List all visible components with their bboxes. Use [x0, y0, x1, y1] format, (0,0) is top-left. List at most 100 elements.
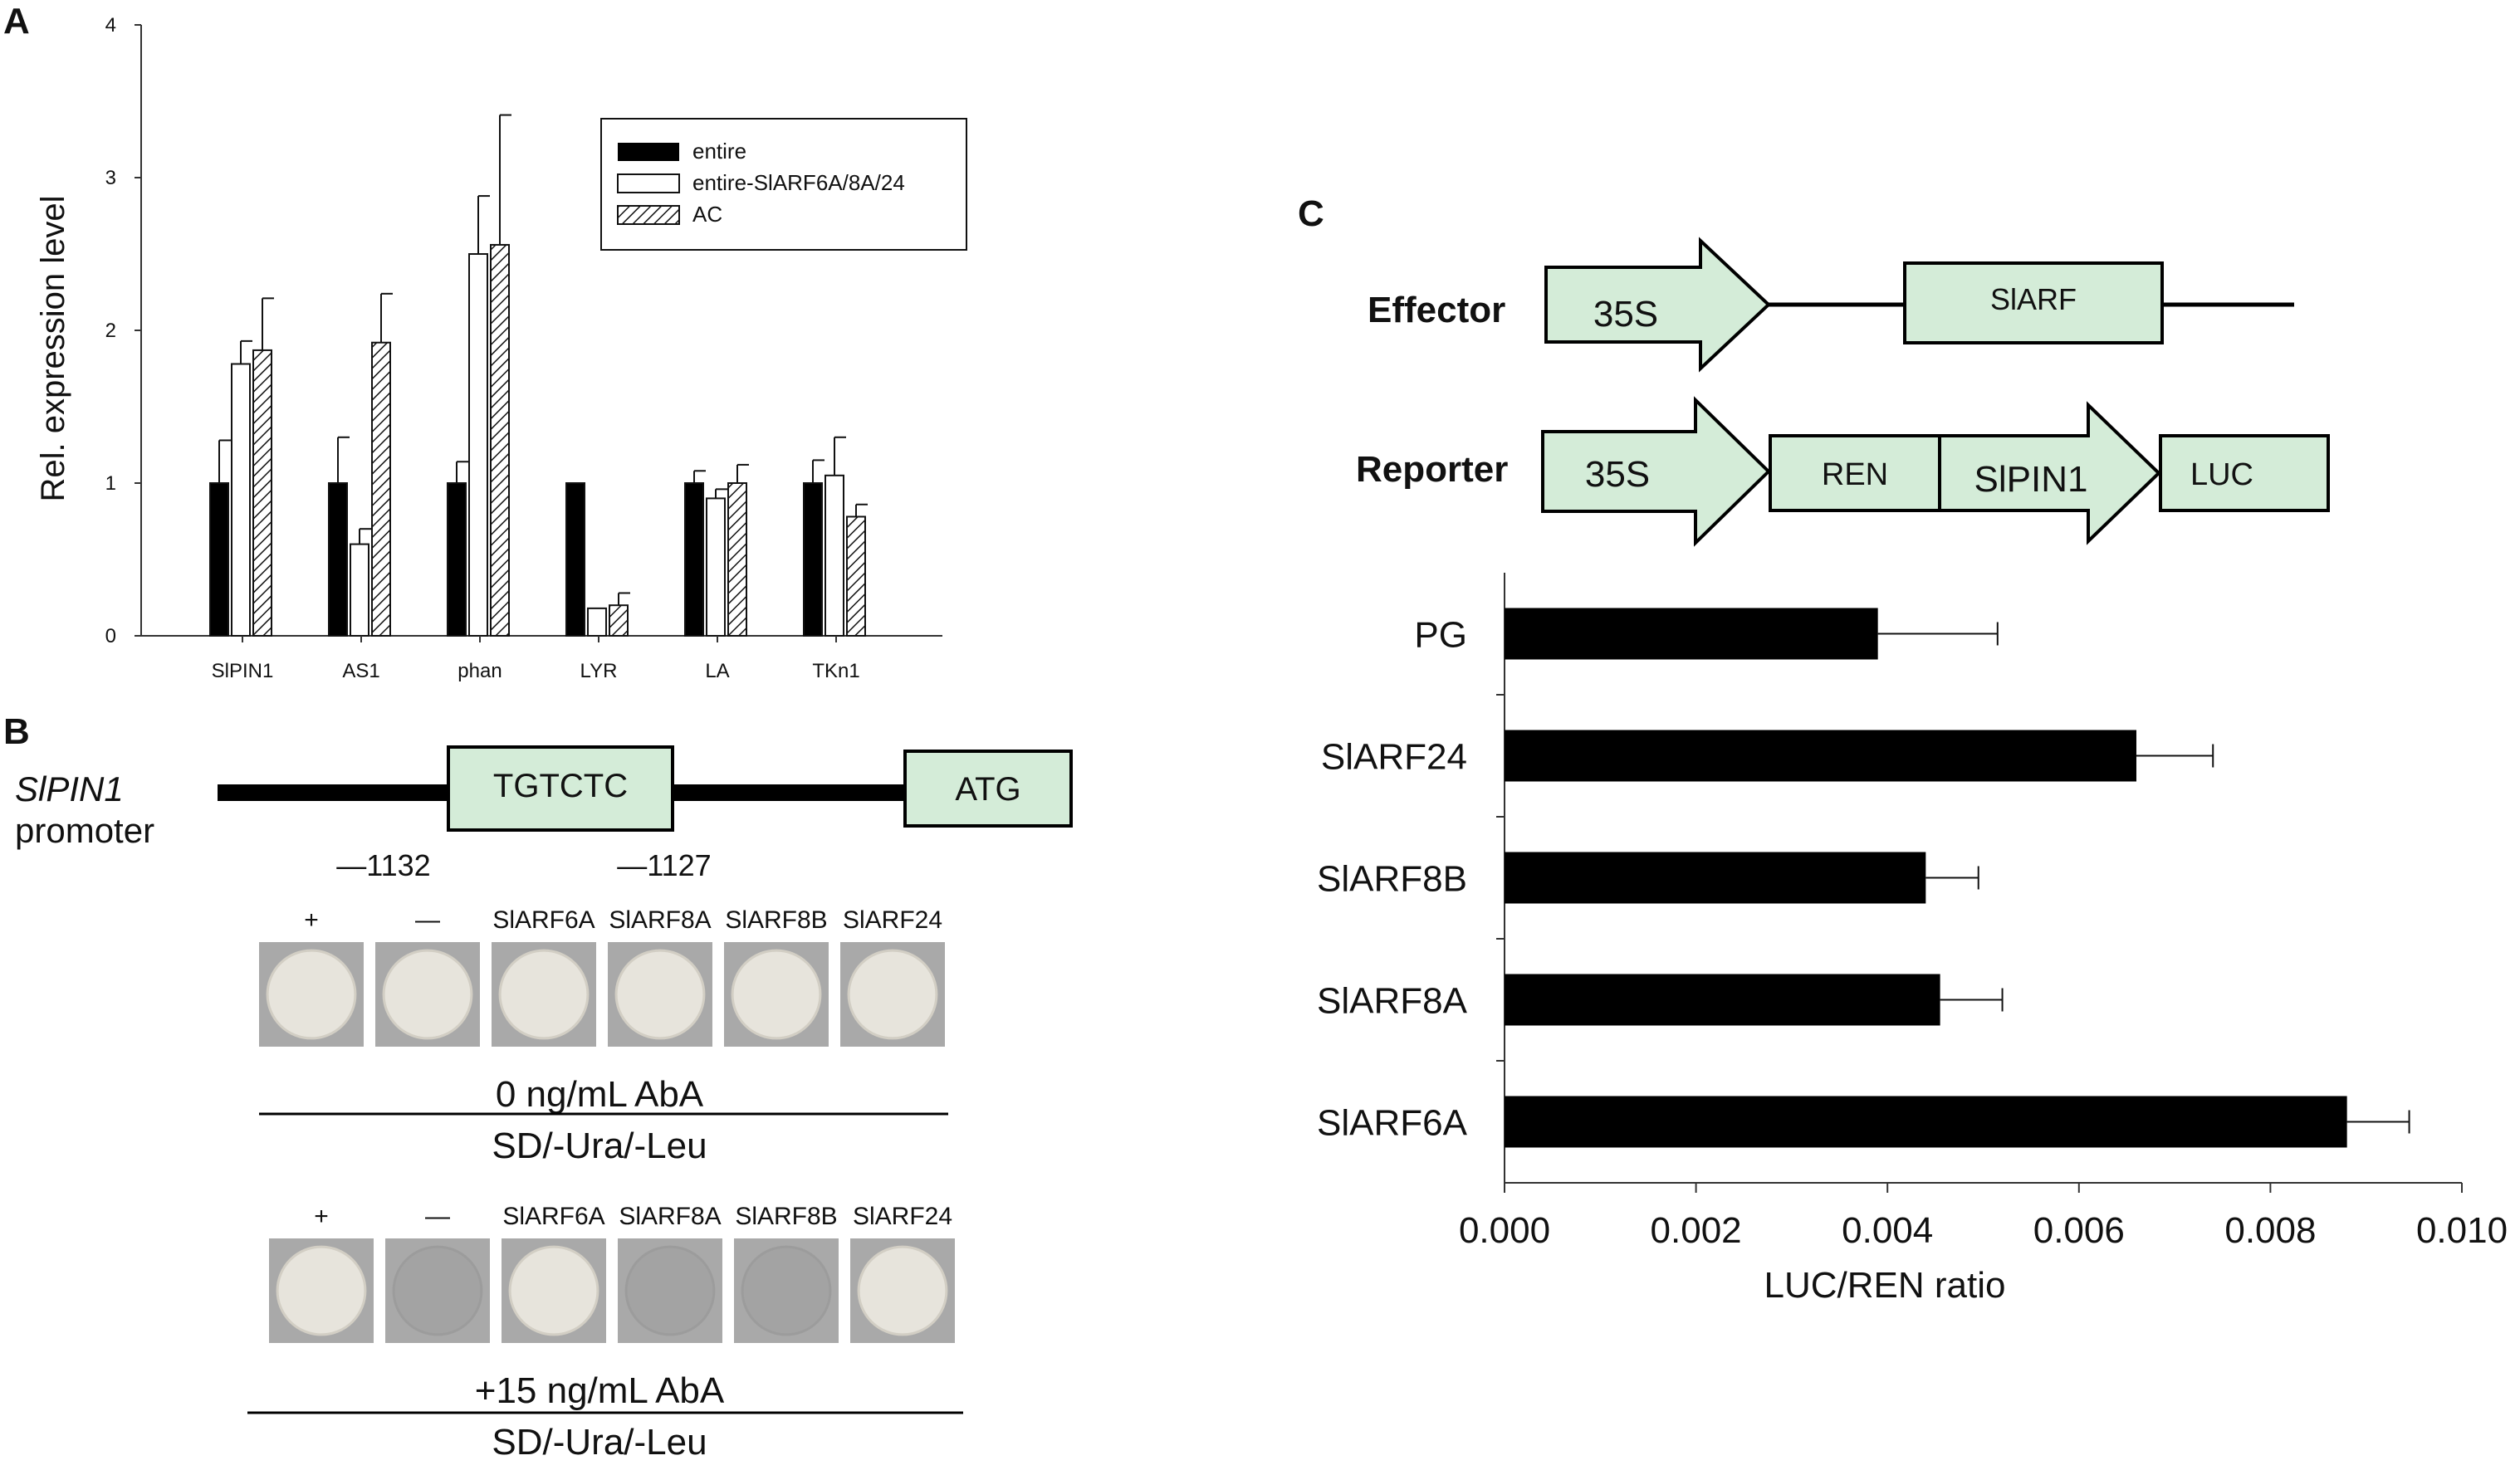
- legend-swatch-entire-slarf: [617, 173, 680, 193]
- yeast-colony: [498, 949, 590, 1040]
- chart-c-x-tick-label: 0.000: [1459, 1210, 1550, 1251]
- plate-lane-label: SlARF24: [853, 1203, 952, 1230]
- chart-c-x-tick-label: 0.004: [1842, 1210, 1933, 1251]
- chart-a-bar: [328, 482, 348, 637]
- chart-c-category-label: SlARF8B: [1317, 859, 1467, 900]
- chart-a-bar: [447, 482, 467, 637]
- chart-a-bar: [846, 515, 866, 637]
- promoter-diagram: SlPIN1 promoter TGTCTC ATG —1132 —1127: [15, 745, 1073, 882]
- panel-letter-b: B: [3, 711, 30, 752]
- legend-swatch-ac: [617, 205, 680, 225]
- plate-lane-label: —: [415, 906, 440, 934]
- reporter-ren-label: REN: [1822, 457, 1888, 492]
- chart-c-bar: [1505, 730, 2136, 782]
- yeast-colony: [508, 1245, 599, 1336]
- reporter-luc-box: [2159, 434, 2330, 512]
- chart-a-x-tick-label: LA: [705, 660, 729, 682]
- effector-construct: Effector 35S SlARF: [1368, 237, 2294, 373]
- effector-35s-arrow: [1544, 237, 1771, 373]
- chart-a-bar: [727, 482, 747, 637]
- chart-a-bar: [350, 543, 369, 637]
- chart-a-bar: [371, 341, 391, 637]
- effector-label: Effector: [1368, 290, 1505, 330]
- atg-label: ATG: [955, 771, 1020, 808]
- chart-a-bar: [803, 482, 823, 637]
- plate-lane-label: SlARF6A: [502, 1203, 604, 1230]
- yeast-colony: [731, 949, 822, 1040]
- chart-a-y-tick-label: 4: [105, 14, 116, 37]
- reporter-35s-arrow: [1541, 396, 1771, 547]
- plate-lane-label: SlARF8A: [619, 1203, 721, 1230]
- plate-lane-label: SlARF8B: [735, 1203, 837, 1230]
- reporter-label: Reporter: [1356, 449, 1508, 490]
- chart-a-bar: [490, 243, 510, 637]
- no-growth-spot: [624, 1245, 716, 1336]
- yeast-colony: [266, 949, 357, 1040]
- expression-bar-chart: 0 1 2 3 4 SlPIN1 AS1 phan LYR LA TKn1 Rel. expres…: [35, 14, 967, 682]
- chart-a-y-tick-label: 1: [105, 472, 116, 495]
- chart-a-x-tick-label: SlPIN1: [212, 660, 274, 682]
- chart-a-y-tick-label: 3: [105, 167, 116, 189]
- chart-c-x-tick-label: 0.002: [1651, 1210, 1742, 1251]
- chart-a-y-axis-label: Rel. expression level: [35, 195, 71, 501]
- condition-15-aba: +15 ng/mL AbA: [475, 1370, 725, 1411]
- chart-a-bar: [609, 604, 629, 637]
- plate-lane-label: SlARF24: [843, 906, 942, 934]
- promoter-word: promoter: [15, 811, 154, 850]
- panel-letter-a: A: [3, 1, 30, 42]
- chart-a-bar: [252, 349, 272, 637]
- chart-c-bar: [1505, 852, 1926, 904]
- promoter-gene-name: SlPIN1: [15, 769, 124, 808]
- chart-c-x-tick-label: 0.008: [2224, 1210, 2316, 1251]
- reporter-luc-label: LUC: [2190, 457, 2253, 492]
- chart-c-bar: [1505, 608, 1878, 660]
- chart-c-category-label: SlARF6A: [1317, 1103, 1468, 1144]
- plate-lane-label: SlARF8B: [725, 906, 827, 934]
- chart-a-bar: [825, 474, 844, 637]
- legend-entry-entire: entire: [692, 139, 746, 164]
- chart-c-category-label: SlARF8A: [1317, 981, 1468, 1022]
- yeast-colony: [857, 1245, 948, 1336]
- reporter-35s-label: 35S: [1585, 454, 1650, 495]
- chart-a-y-tick-label: 0: [105, 625, 116, 647]
- reporter-pin-arrow: [1938, 401, 2161, 545]
- plate-lane-label: —: [425, 1203, 450, 1230]
- chart-a-x-tick-label: AS1: [342, 660, 379, 682]
- chart-a-y-tick-label: 2: [105, 320, 116, 342]
- chart-c-x-axis-label: LUC/REN ratio: [1764, 1265, 2006, 1306]
- effector-arf-box: [1903, 261, 2164, 344]
- no-growth-spot: [392, 1245, 483, 1336]
- chart-a-bar: [209, 482, 229, 637]
- chart-a-bar: [706, 497, 726, 637]
- condition-0-aba: 0 ng/mL AbA: [496, 1074, 704, 1115]
- yeast-colony: [276, 1245, 367, 1336]
- chart-a-legend: entire entire-SlARF6A/8A/24 AC: [600, 118, 967, 251]
- chart-c-bar: [1505, 974, 1940, 1026]
- chart-a-bar: [684, 482, 704, 637]
- motif-label: TGTCTC: [493, 768, 628, 804]
- chart-c-bar: [1505, 1096, 2347, 1148]
- plate-lane-label: SlARF6A: [492, 906, 595, 934]
- motif-box: [447, 745, 674, 832]
- plate-lane-label: SlARF8A: [609, 906, 711, 934]
- chart-c-x-tick-label: 0.010: [2416, 1210, 2508, 1251]
- reporter-ren-box: [1769, 434, 1941, 512]
- position-right: —1127: [617, 848, 711, 882]
- chart-a-x-tick-label: phan: [458, 660, 502, 682]
- chart-a-x-tick-label: LYR: [580, 660, 618, 682]
- effector-arf-label: SlARF: [1990, 282, 2077, 316]
- position-left: —1132: [336, 848, 430, 882]
- legend-entry-entire-slarf: entire-SlARF6A/8A/24: [692, 170, 905, 195]
- chart-a-x-tick-label: TKn1: [812, 660, 859, 682]
- effector-35s-label: 35S: [1593, 294, 1658, 335]
- chart-c-category-label: PG: [1414, 615, 1467, 656]
- chart-a-bar: [587, 607, 607, 637]
- chart-a-bar: [565, 482, 585, 637]
- medium-row-2: SD/-Ura/-Leu: [492, 1422, 707, 1463]
- no-growth-spot: [741, 1245, 832, 1336]
- chart-a-bar: [231, 363, 251, 637]
- yeast-colony: [382, 949, 473, 1040]
